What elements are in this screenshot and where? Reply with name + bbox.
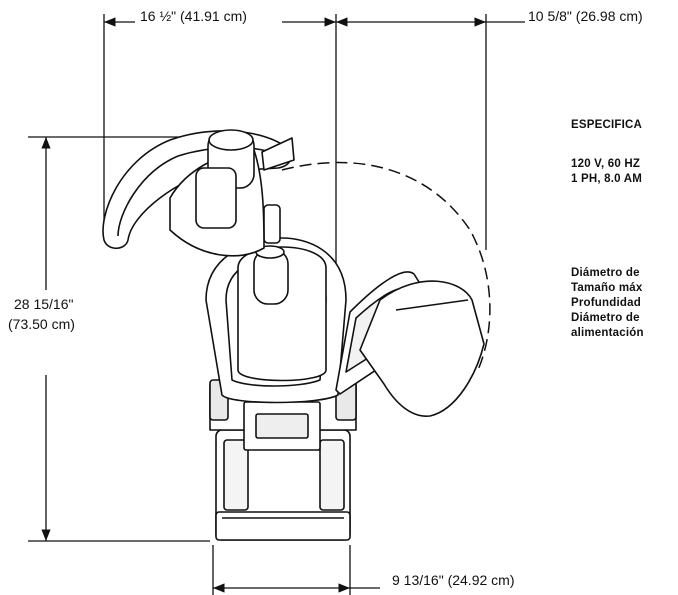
dim-top-left-label: 16 ½" (41.91 cm): [140, 8, 247, 24]
spec-heading: ESPECIFICA: [571, 119, 643, 131]
machine-illustration: [102, 129, 485, 541]
spec-list-item: Diámetro de: [571, 267, 640, 279]
spec-list-item: alimentación: [571, 327, 644, 339]
spec-list-item: Profundidad: [571, 297, 641, 309]
dim-top-right-label: 10 5/8" (26.98 cm): [528, 8, 643, 24]
dimension-lines: [41, 17, 525, 593]
spec-list-item: Tamaño máx: [571, 282, 643, 294]
dim-base-label: 9 13/16" (24.92 cm): [392, 572, 515, 588]
spec-list-item: Diámetro de: [571, 312, 640, 324]
swing-arc: [281, 161, 491, 371]
dim-height-label-line2: (73.50 cm): [8, 316, 75, 332]
dim-height-label-line1: 28 15/16": [14, 296, 74, 312]
spec-power-line1: 120 V, 60 HZ: [571, 158, 641, 170]
spec-power-line2: 1 PH, 8.0 AM: [571, 173, 642, 185]
